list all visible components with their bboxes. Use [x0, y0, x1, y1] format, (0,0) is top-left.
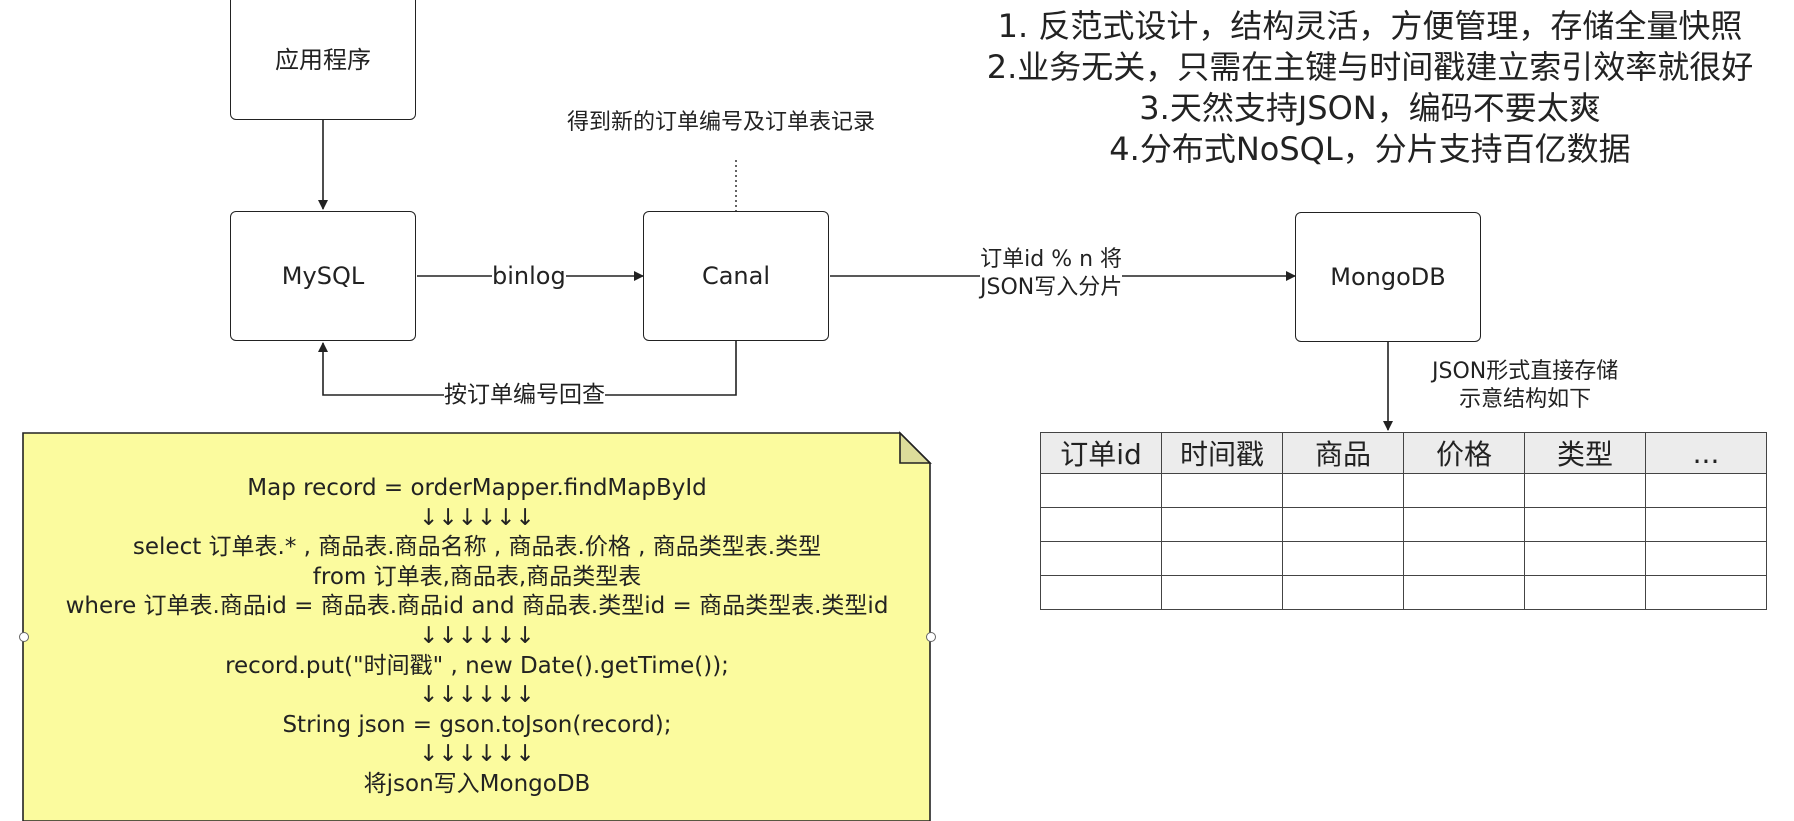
code-note[interactable]: Map record = orderMapper.findMapById ↓↓↓… [22, 432, 932, 821]
table-cell [1645, 507, 1767, 542]
edge-label-shard: 订单id % n 将 JSON写入分片 [980, 246, 1123, 302]
table-cell [1040, 575, 1162, 610]
resize-handle-left[interactable] [19, 632, 29, 642]
code-note-fold [899, 431, 932, 464]
table-cell [1282, 541, 1404, 576]
code-line: select 订单表.* , 商品表.商品名称 , 商品表.价格 , 商品类型表… [132, 534, 822, 561]
table-cell [1161, 575, 1283, 610]
node-canal[interactable]: Canal [643, 211, 829, 341]
table-row [1040, 473, 1767, 508]
table-header-cell: ... [1645, 432, 1767, 474]
code-line: where 订单表.商品id = 商品表.商品id and 商品表.类型id =… [65, 593, 889, 620]
table-header-cell: 价格 [1403, 432, 1525, 474]
table-header-cell: 时间戳 [1161, 432, 1283, 474]
feature-note-1: 1. 反范式设计，结构灵活，方便管理，存储全量快照 [997, 7, 1743, 45]
table-row [1040, 575, 1767, 610]
feature-note-3: 3.天然支持JSON，编码不要太爽 [1139, 89, 1601, 127]
edge-label-lookup: 按订单编号回查 [444, 381, 605, 409]
table-cell [1161, 541, 1283, 576]
table-cell [1524, 575, 1646, 610]
code-line: from 订单表,商品表,商品类型表 [312, 563, 642, 590]
table-cell [1282, 575, 1404, 610]
edge-label-binlog: binlog [492, 262, 566, 290]
table-cell [1524, 507, 1646, 542]
table-cell [1161, 473, 1283, 508]
node-mysql-label: MySQL [281, 262, 365, 290]
table-header-cell: 订单id [1040, 432, 1162, 474]
feature-notes: 1. 反范式设计，结构灵活，方便管理，存储全量快照 2.业务无关，只需在主键与时… [900, 6, 1794, 170]
edge-label-store-line2: 示意结构如下 [1459, 387, 1592, 412]
node-app[interactable]: 应用程序 [230, 0, 416, 120]
table-cell [1161, 507, 1283, 542]
table-row [1040, 541, 1767, 576]
node-mysql[interactable]: MySQL [230, 211, 416, 341]
table-header-cell: 商品 [1282, 432, 1404, 474]
table-cell [1282, 473, 1404, 508]
table-header-row: 订单id 时间戳 商品 价格 类型 ... [1040, 432, 1767, 474]
node-app-label: 应用程序 [275, 45, 371, 74]
edge-label-shard-line1: 订单id % n 将 [980, 247, 1123, 272]
table-row [1040, 507, 1767, 542]
table-cell [1040, 473, 1162, 508]
code-line: Map record = orderMapper.findMapById [247, 475, 707, 501]
table-cell [1645, 541, 1767, 576]
resize-handle-right[interactable] [926, 632, 936, 642]
table-cell [1403, 473, 1525, 508]
table-cell [1282, 507, 1404, 542]
code-arrow: ↓↓↓↓↓↓ [419, 504, 535, 531]
code-line: record.put("时间戳" , new Date().getTime())… [225, 652, 729, 679]
table-header-cell: 类型 [1524, 432, 1646, 474]
edge-label-shard-line2: JSON写入分片 [980, 275, 1123, 300]
node-mongodb-label: MongoDB [1330, 263, 1446, 291]
node-canal-label: Canal [701, 262, 771, 290]
node-mongodb[interactable]: MongoDB [1295, 212, 1481, 342]
table-cell [1403, 575, 1525, 610]
code-line: String json = gson.toJson(record); [282, 711, 672, 738]
table-cell [1645, 575, 1767, 610]
code-arrow: ↓↓↓↓↓↓ [419, 741, 535, 768]
table-body [1040, 473, 1767, 610]
code-arrow: ↓↓↓↓↓↓ [419, 622, 535, 649]
table-cell [1524, 473, 1646, 508]
table-cell [1403, 507, 1525, 542]
code-arrow: ↓↓↓↓↓↓ [419, 682, 535, 709]
mongodb-structure-table: 订单id 时间戳 商品 价格 类型 ... [1040, 432, 1767, 610]
edge-label-store-line1: JSON形式直接存储 [1432, 359, 1619, 384]
edge-label-store: JSON形式直接存储 示意结构如下 [1432, 358, 1618, 414]
code-note-text: Map record = orderMapper.findMapById ↓↓↓… [22, 474, 932, 800]
edge-label-new-order: 得到新的订单编号及订单表记录 [567, 109, 876, 137]
table-cell [1403, 541, 1525, 576]
code-note-shape [22, 432, 931, 821]
feature-note-4: 4.分布式NoSQL，分片支持百亿数据 [1109, 130, 1631, 168]
table-cell [1040, 507, 1162, 542]
table-cell [1524, 541, 1646, 576]
code-line: 将json写入MongoDB [363, 770, 591, 797]
feature-note-2: 2.业务无关，只需在主键与时间戳建立索引效率就很好 [986, 48, 1754, 86]
table-cell [1040, 541, 1162, 576]
table-cell [1645, 473, 1767, 508]
